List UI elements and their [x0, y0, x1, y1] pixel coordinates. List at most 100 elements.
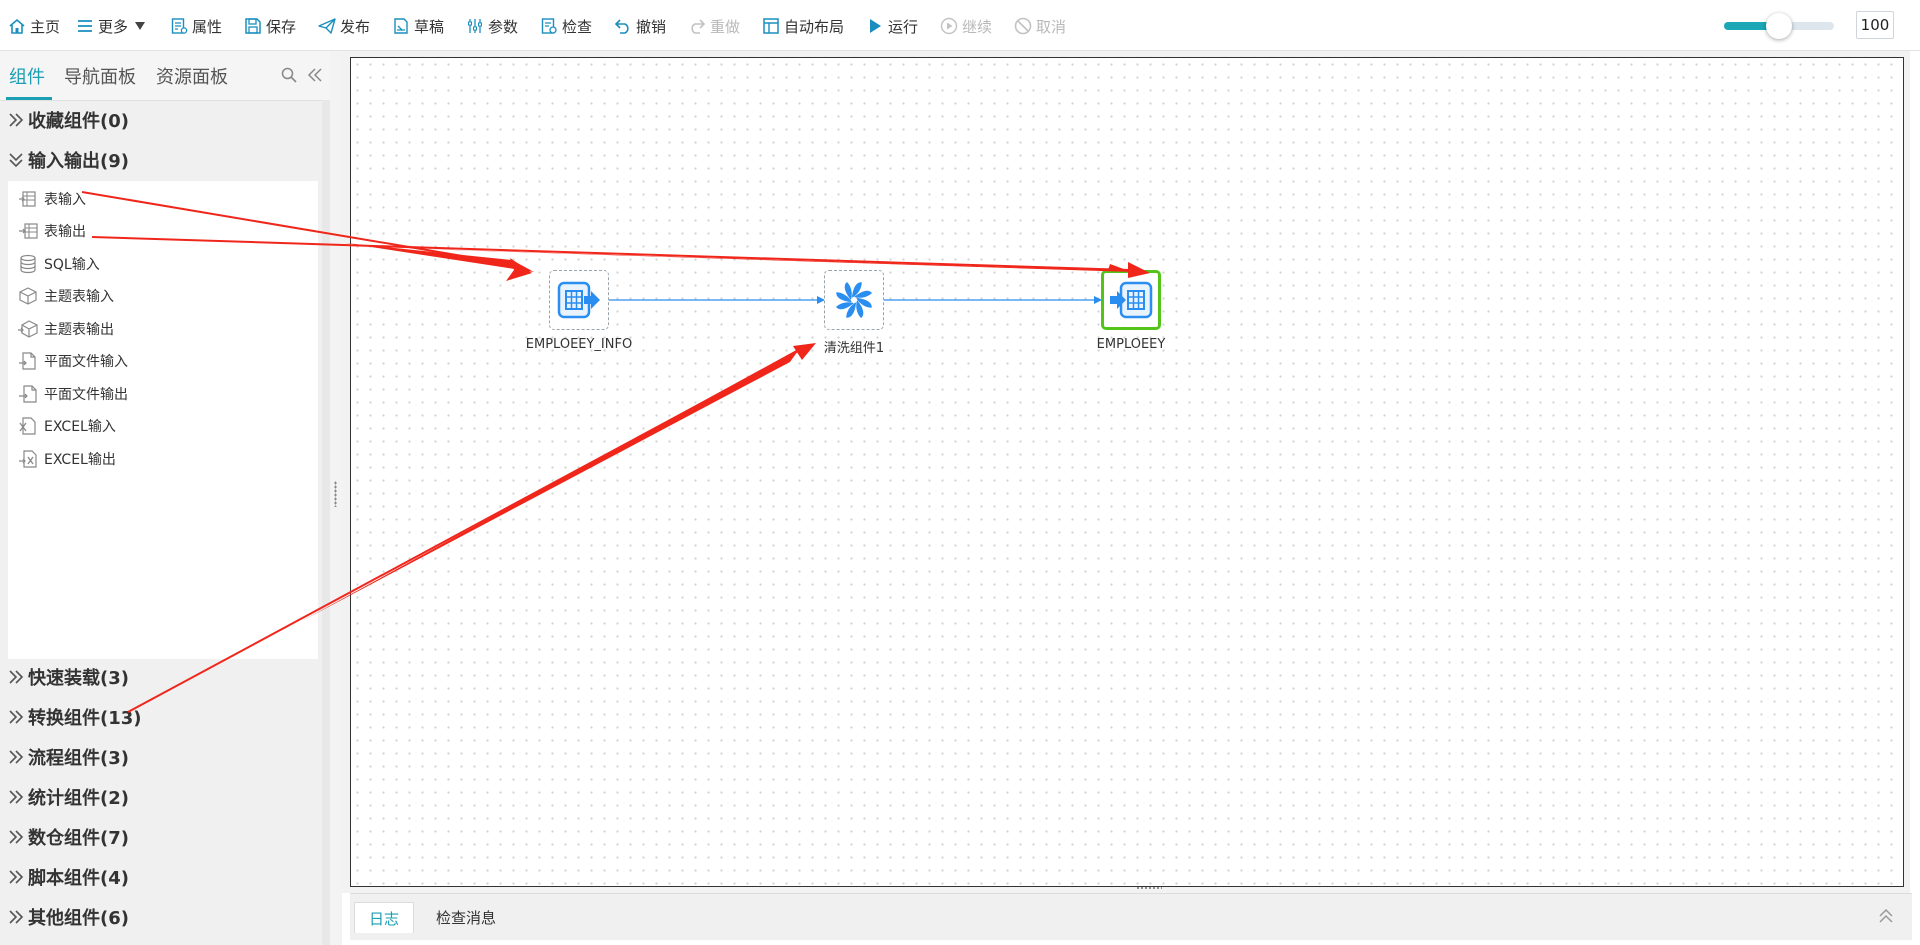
list-item-excel-output[interactable]: EXCEL输出 [18, 447, 116, 471]
table-input-icon [18, 189, 38, 209]
check-list-icon [540, 17, 558, 35]
zoom-slider-thumb[interactable] [1766, 13, 1792, 39]
expand-up-icon[interactable] [1876, 906, 1896, 926]
node-label: 清洗组件1 [823, 341, 885, 356]
log-panel-bar: 日志 检查消息 [350, 893, 1912, 940]
category-statistics[interactable]: 统计组件(2) [0, 780, 322, 814]
pinwheel-blade [844, 282, 852, 300]
tab-navigation[interactable]: 导航面板 [64, 67, 136, 88]
chevron-double-right-icon [8, 669, 24, 685]
pinwheel-icon [836, 282, 872, 318]
category-other[interactable]: 其他组件(6) [0, 900, 322, 934]
publish-button[interactable]: 发布 [318, 14, 370, 38]
check-button[interactable]: 检查 [540, 14, 592, 38]
panel-scrollbar[interactable] [322, 100, 330, 945]
redo-icon [688, 17, 706, 35]
category-transform[interactable]: 转换组件(13) [0, 700, 322, 734]
connector-arrowhead [1094, 296, 1102, 304]
chevron-double-right-icon [8, 909, 24, 925]
list-item-excel-input[interactable]: EXCEL输入 [18, 414, 116, 438]
pinwheel-blade [856, 297, 872, 308]
draft-button[interactable]: 草稿 [392, 14, 444, 38]
node-label: EMPLOEEY [1096, 337, 1166, 352]
splitter-grip[interactable] [334, 481, 337, 507]
undo-icon [614, 17, 632, 35]
list-item-subject-table-input[interactable]: 主题表输入 [18, 284, 114, 308]
table-output-icon [1110, 281, 1153, 319]
canvas-node-cleanse[interactable] [824, 270, 884, 330]
home-button[interactable]: 主页 [8, 14, 60, 38]
category-script[interactable]: 脚本组件(4) [0, 860, 322, 894]
tab-log[interactable]: 日志 [354, 902, 414, 933]
properties-icon [170, 17, 188, 35]
excel-output-icon [18, 449, 38, 469]
component-panel: 组件 导航面板 资源面板 收藏组件(0) 输入输出(9) 表输入 表输出 SQL… [0, 51, 330, 945]
search-icon[interactable] [280, 66, 298, 84]
file-input-icon [18, 351, 38, 371]
canvas-node-table-input[interactable] [549, 270, 609, 330]
cancel-button[interactable]: 取消 [1014, 14, 1066, 38]
chevron-double-right-icon [8, 789, 24, 805]
list-item-flat-file-output[interactable]: 平面文件输出 [18, 382, 128, 406]
home-icon [8, 17, 26, 35]
list-item-table-output[interactable]: 表输出 [18, 219, 86, 243]
panel-splitter[interactable] [330, 51, 342, 945]
redo-button[interactable]: 重做 [688, 14, 740, 38]
connector-arrowhead [817, 296, 825, 304]
pinwheel-blade [854, 290, 872, 298]
undo-button[interactable]: 撤销 [614, 14, 666, 38]
list-item-table-input[interactable]: 表输入 [18, 187, 86, 211]
tab-check-messages[interactable]: 检查消息 [435, 908, 496, 927]
menu-icon [76, 17, 94, 35]
list-item-sql-input[interactable]: SQL输入 [18, 252, 100, 276]
chevron-double-down-icon [8, 152, 24, 168]
auto-layout-button[interactable]: 自动布局 [762, 14, 844, 38]
category-input-output[interactable]: 输入输出(9) [0, 143, 322, 177]
tab-components[interactable]: 组件 [9, 67, 45, 88]
prohibit-icon [1014, 17, 1032, 35]
caret-down-icon [134, 17, 146, 35]
chevron-double-right-icon [8, 749, 24, 765]
list-item-subject-table-output[interactable]: 主题表输出 [18, 317, 114, 341]
paper-plane-icon [318, 17, 336, 35]
pinwheel-hub [851, 297, 857, 303]
pinwheel-blade [851, 282, 862, 298]
chevron-double-right-icon [8, 709, 24, 725]
category-warehouse[interactable]: 数仓组件(7) [0, 820, 322, 854]
category-fast-load[interactable]: 快速装载(3) [0, 660, 322, 694]
node-label: EMPLOEEY_INFO [525, 337, 633, 352]
active-tab-indicator [6, 97, 52, 100]
input-output-list: 表输入 表输出 SQL输入 主题表输入 主题表输出 平面文件输入 平面文件输出 [8, 181, 318, 659]
save-button[interactable]: 保存 [244, 14, 296, 38]
chevron-double-right-icon [8, 869, 24, 885]
canvas-node-table-output[interactable] [1101, 270, 1161, 330]
connector-layer [609, 296, 1102, 304]
category-flow[interactable]: 流程组件(3) [0, 740, 322, 774]
pinwheel-blade [836, 292, 852, 303]
resume-button[interactable]: 继续 [940, 14, 992, 38]
zoom-slider[interactable] [1724, 13, 1834, 39]
play-icon [866, 17, 884, 35]
canvas-resize-grip[interactable] [1136, 886, 1162, 890]
zoom-slider-fill [1724, 22, 1779, 30]
sliders-icon [466, 17, 484, 35]
toolbar: 主页 更多 属性 保存 发布 草稿 参数 检查 撤销 重做 自动布局 [0, 0, 1920, 51]
cube-output-icon [18, 319, 38, 339]
design-canvas[interactable]: EMPLOEEY_INFO 清洗组件1 EMPLOEEY [350, 57, 1904, 887]
run-button[interactable]: 运行 [866, 14, 918, 38]
pinwheel-blade [836, 302, 854, 310]
file-output-icon [18, 384, 38, 404]
list-item-flat-file-input[interactable]: 平面文件输入 [18, 349, 128, 373]
collapse-panel-icon[interactable] [306, 66, 324, 84]
pinwheel-blade [856, 300, 864, 318]
design-canvas-area: EMPLOEEY_INFO 清洗组件1 EMPLOEEY [342, 51, 1910, 893]
save-icon [244, 17, 262, 35]
more-menu-button[interactable]: 更多 [76, 14, 146, 38]
tab-resources[interactable]: 资源面板 [156, 67, 228, 88]
pinwheel-blade [846, 302, 857, 318]
layout-icon [762, 17, 780, 35]
params-button[interactable]: 参数 [466, 14, 518, 38]
properties-button[interactable]: 属性 [170, 14, 222, 38]
category-favorites[interactable]: 收藏组件(0) [0, 103, 322, 137]
zoom-input[interactable] [1856, 11, 1894, 39]
